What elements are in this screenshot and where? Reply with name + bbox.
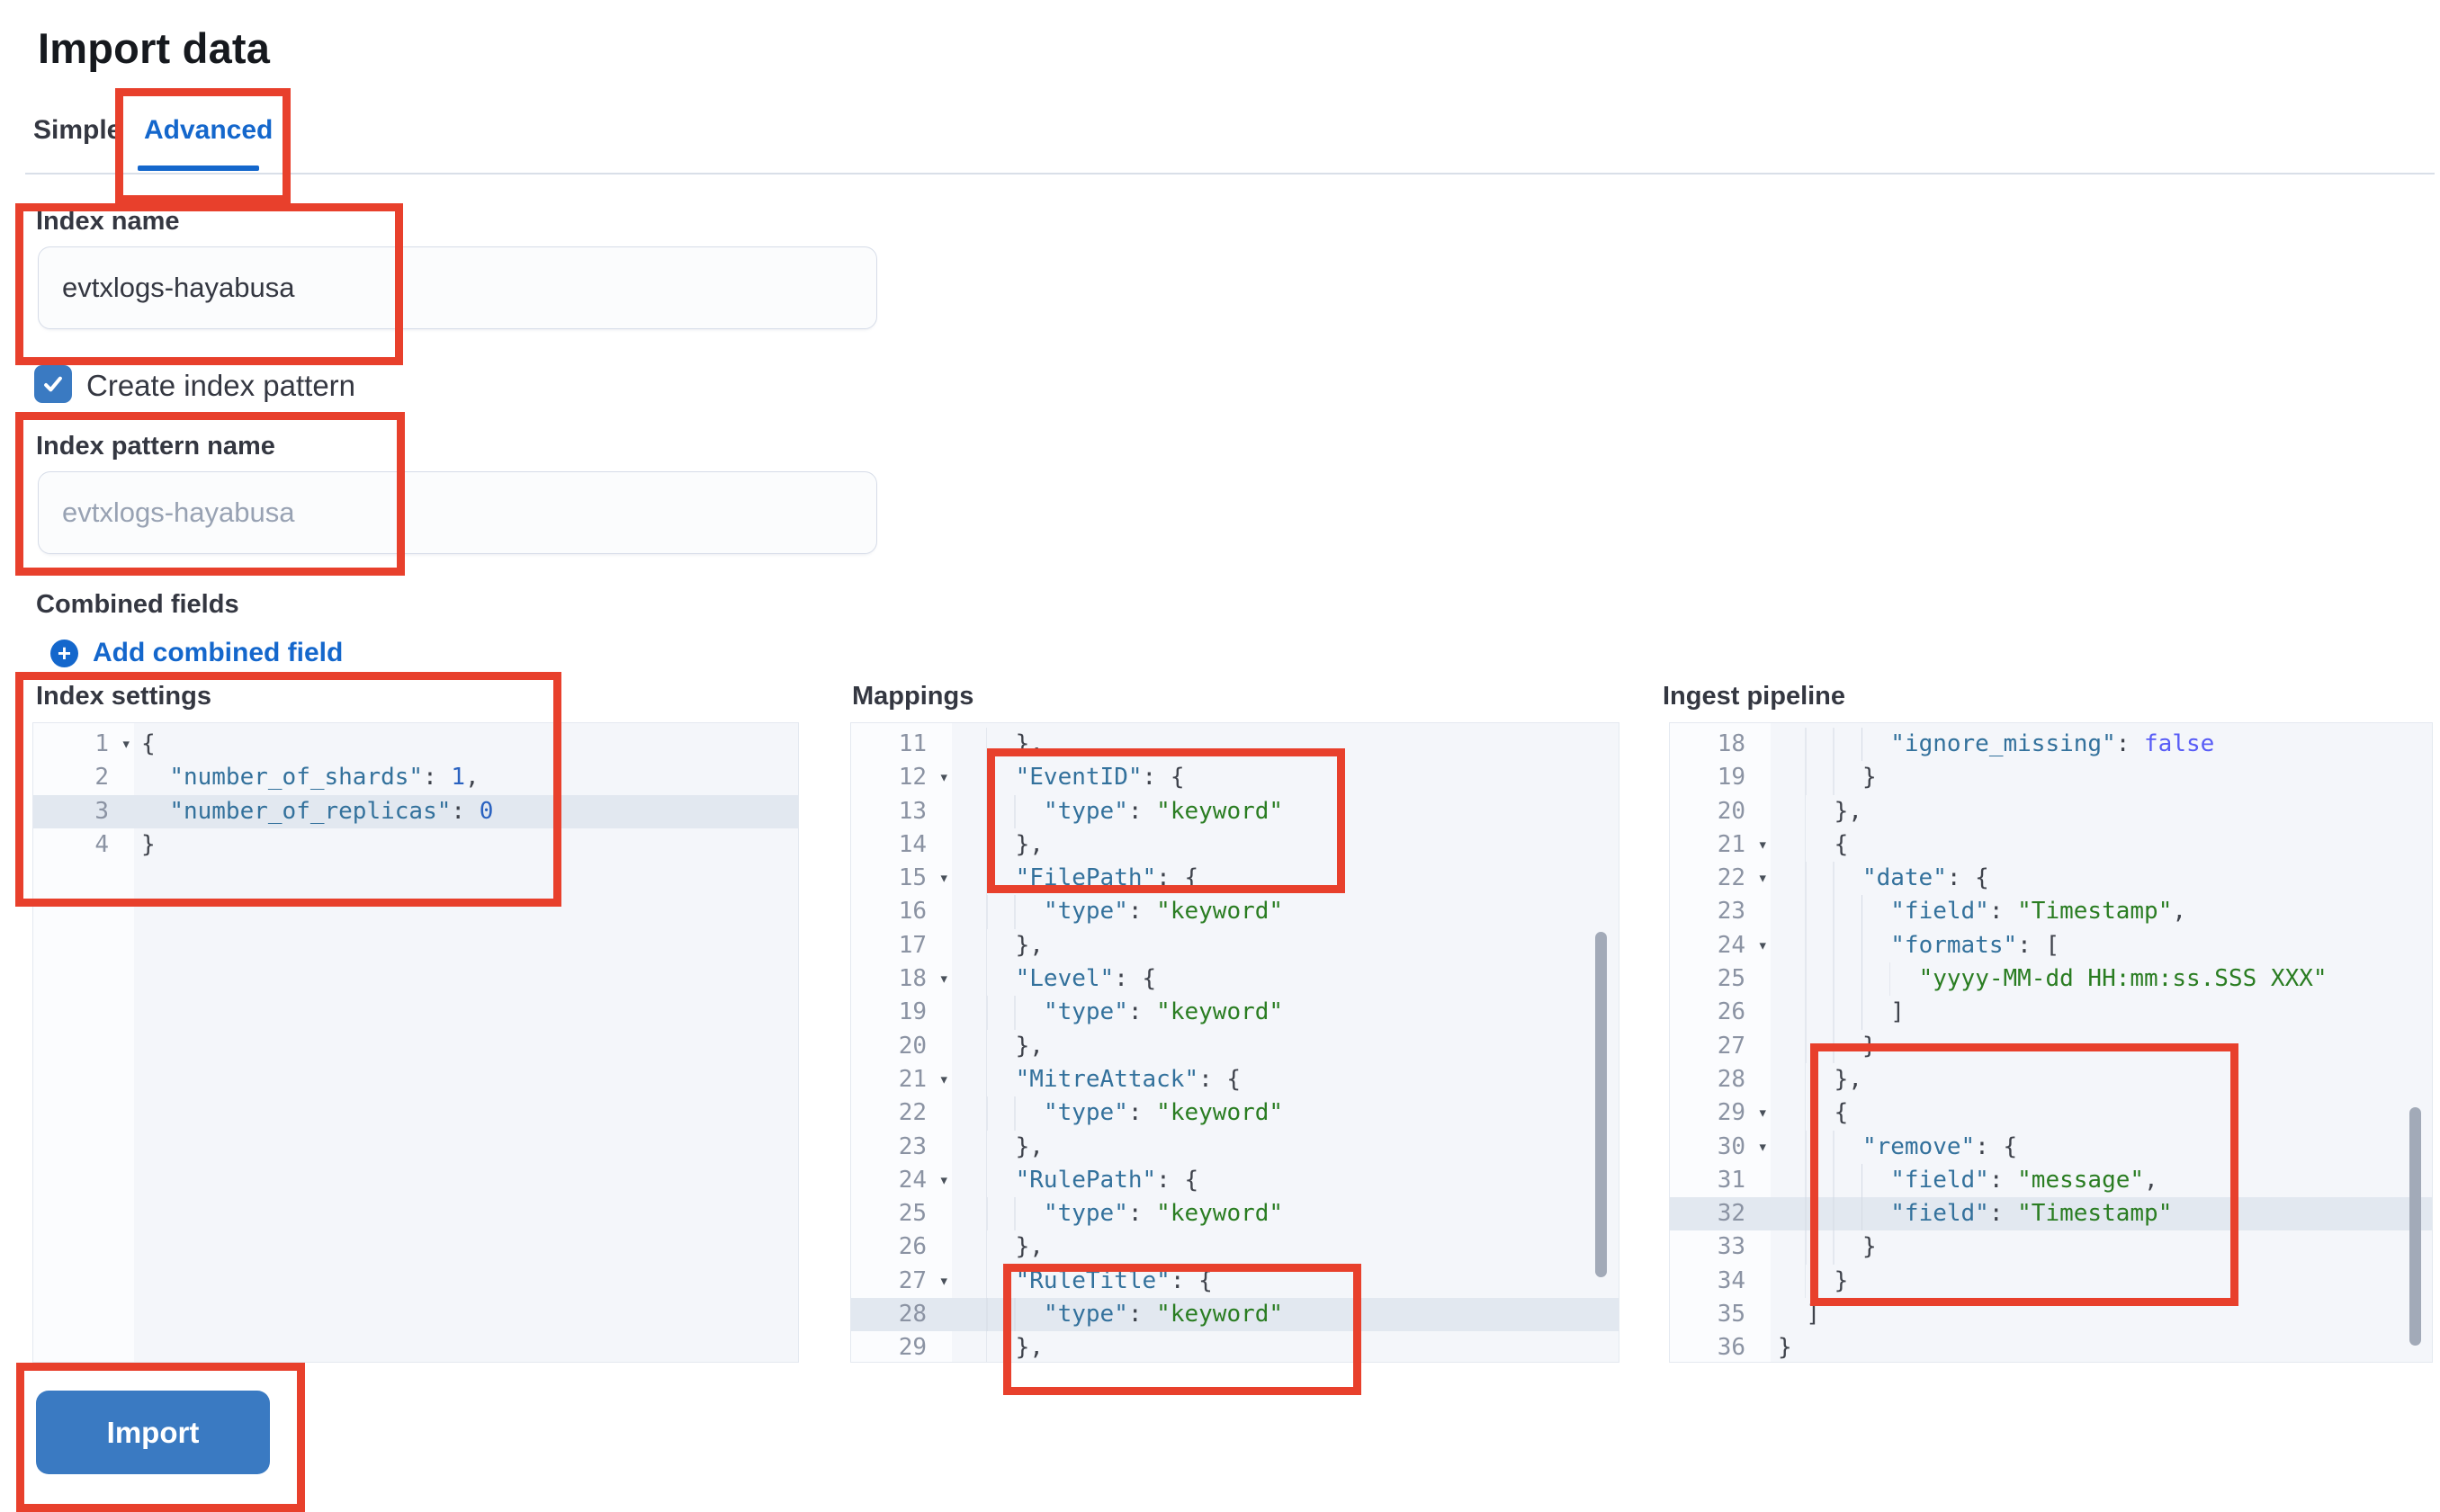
fold-arrow-icon[interactable]: ▾ xyxy=(1757,935,1768,955)
index-settings-editor[interactable]: 1▾{ 2"number_of_shards": 1,3"number_of_re… xyxy=(32,722,799,1363)
index-name-input[interactable] xyxy=(38,246,877,329)
code-line-27: 27} xyxy=(1670,1029,2432,1063)
annotation-box-advanced-tab xyxy=(115,88,291,203)
code-line-25: 25"type": "keyword" xyxy=(851,1197,1619,1231)
editor-gutter xyxy=(851,723,952,1362)
code-line-17: 17}, xyxy=(851,928,1619,963)
code-line-18: 18▾"Level": { xyxy=(851,962,1619,997)
index-pattern-name-input[interactable] xyxy=(38,471,877,554)
combined-fields-label: Combined fields xyxy=(36,590,239,619)
ingest-pipeline-label: Ingest pipeline xyxy=(1663,682,1846,711)
code-line-33: 33} xyxy=(1670,1230,2432,1265)
code-line-23: 23"field": "Timestamp", xyxy=(1670,895,2432,929)
code-line-29: 29}, xyxy=(851,1331,1619,1362)
code-line-13: 13"type": "keyword" xyxy=(851,794,1619,828)
code-lines: 11},12▾"EventID": {13"type": "keyword"14… xyxy=(851,723,1619,1362)
code-line-25: 25"yyyy-MM-dd HH:mm:ss.SSS XXX" xyxy=(1670,962,2432,997)
code-line-16: 16"type": "keyword" xyxy=(851,895,1619,929)
code-line-21: 21▾"MitreAttack": { xyxy=(851,1062,1619,1097)
mappings-editor[interactable]: 11},12▾"EventID": {13"type": "keyword"14… xyxy=(850,722,1619,1363)
fold-arrow-icon[interactable]: ▾ xyxy=(938,1069,949,1089)
code-line-1: 1▾{ xyxy=(33,728,798,761)
fold-arrow-icon[interactable]: ▾ xyxy=(1757,1136,1768,1157)
add-combined-field-label: Add combined field xyxy=(93,638,344,667)
code-line-15: 15▾"FilePath": { xyxy=(851,862,1619,896)
fold-arrow-icon[interactable]: ▾ xyxy=(938,1169,949,1190)
tab-advanced[interactable]: Advanced xyxy=(144,115,274,145)
code-lines: 1▾{ 2"number_of_shards": 1,3"number_of_re… xyxy=(33,723,798,862)
add-combined-field-link[interactable]: + Add combined field xyxy=(50,637,343,669)
ingest-pipeline-scrollbar[interactable] xyxy=(2409,1107,2421,1346)
fold-arrow-icon[interactable]: ▾ xyxy=(1757,868,1768,889)
code-line-26: 26] xyxy=(1670,996,2432,1030)
editor-gutter xyxy=(1670,723,1771,1362)
code-line-21: 21▾{ xyxy=(1670,828,2432,863)
import-button[interactable]: Import xyxy=(36,1391,270,1474)
code-line-19: 19"type": "keyword" xyxy=(851,996,1619,1030)
code-line-2: 2"number_of_shards": 1, xyxy=(94,764,480,792)
page-title: Import data xyxy=(38,24,271,72)
code-line-31: 31"field": "message", xyxy=(1670,1163,2432,1198)
code-line-23: 23}, xyxy=(851,1130,1619,1164)
index-pattern-name-label: Index pattern name xyxy=(36,432,275,461)
fold-arrow-icon[interactable]: ▾ xyxy=(938,969,949,989)
code-line-28: 28}, xyxy=(1670,1062,2432,1097)
code-line-14: 14}, xyxy=(851,828,1619,863)
active-tab-underline xyxy=(138,166,259,171)
tabs-divider xyxy=(25,173,2435,174)
code-line-4: 4} xyxy=(94,830,156,858)
code-line-22: 22"type": "keyword" xyxy=(851,1096,1619,1131)
fold-arrow-icon[interactable]: ▾ xyxy=(938,767,949,788)
code-line-11: 11}, xyxy=(851,728,1619,762)
editor-gutter xyxy=(33,723,134,1362)
mappings-scrollbar[interactable] xyxy=(1595,932,1607,1277)
code-line-24: 24▾"RulePath": { xyxy=(851,1163,1619,1198)
code-line-36: 36} xyxy=(1717,1334,1792,1362)
code-line-29: 29▾{ xyxy=(1670,1096,2432,1131)
code-line-3: 3"number_of_replicas": 0 xyxy=(33,794,798,828)
index-settings-label: Index settings xyxy=(36,682,211,711)
index-name-label: Index name xyxy=(36,207,180,236)
create-index-pattern-checkbox[interactable] xyxy=(34,365,72,403)
code-line-19: 19} xyxy=(1670,761,2432,795)
code-line-18: 18"ignore_missing": false xyxy=(1670,728,2432,762)
fold-arrow-icon[interactable]: ▾ xyxy=(938,1270,949,1291)
code-line-30: 30▾"remove": { xyxy=(1670,1130,2432,1164)
code-line-28: 28"type": "keyword" xyxy=(851,1298,1619,1332)
plus-in-circle-icon: + xyxy=(50,639,78,667)
code-line-34: 34} xyxy=(1670,1264,2432,1299)
tab-simple[interactable]: Simple xyxy=(33,115,122,145)
code-line-27: 27▾"RuleTitle": { xyxy=(851,1264,1619,1299)
code-line-24: 24▾"formats": [ xyxy=(1670,928,2432,963)
checkmark-icon xyxy=(40,371,66,397)
fold-arrow-icon[interactable]: ▾ xyxy=(938,868,949,889)
fold-arrow-icon[interactable]: ▾ xyxy=(1757,1103,1768,1123)
code-line-20: 20}, xyxy=(851,1029,1619,1063)
code-line-32: 32"field": "Timestamp" xyxy=(1670,1197,2432,1231)
create-index-pattern-label: Create index pattern xyxy=(86,369,356,402)
code-line-20: 20}, xyxy=(1670,794,2432,828)
mappings-label: Mappings xyxy=(852,682,974,711)
code-line-22: 22▾"date": { xyxy=(1670,862,2432,896)
fold-arrow-icon[interactable]: ▾ xyxy=(121,734,131,754)
code-line-26: 26}, xyxy=(851,1230,1619,1265)
code-line-35: 35] xyxy=(1717,1301,1820,1329)
fold-arrow-icon[interactable]: ▾ xyxy=(1757,834,1768,854)
code-line-12: 12▾"EventID": { xyxy=(851,761,1619,795)
